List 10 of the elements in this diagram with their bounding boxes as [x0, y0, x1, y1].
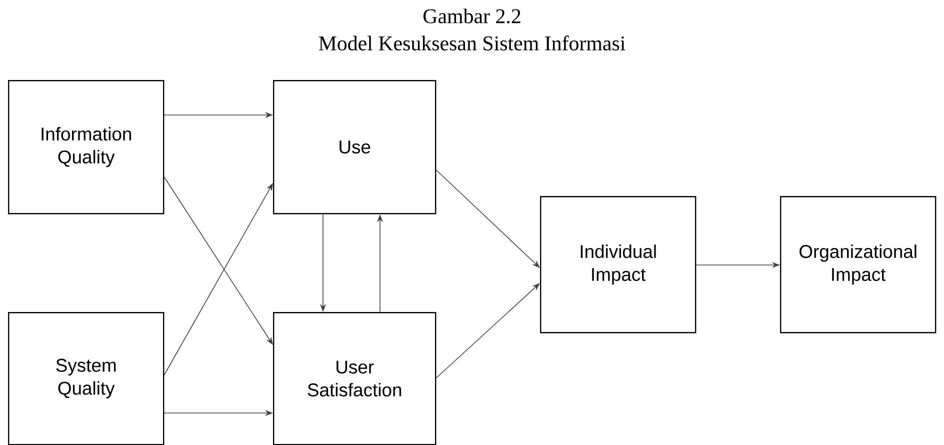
- process-box: Use: [273, 80, 436, 214]
- title: Gambar 2.2: [423, 8, 520, 24]
- process-box: System Quality: [8, 312, 164, 445]
- process-box: Organizational Impact: [780, 196, 936, 334]
- process-box: Information Quality: [8, 80, 164, 214]
- process-box: User Satisfaction: [273, 312, 436, 445]
- caption: Model Kesuksesan Sistem Informasi: [318, 36, 626, 50]
- arrow: [436, 170, 540, 268]
- process-box: Individual Impact: [540, 196, 696, 334]
- arrow: [436, 283, 540, 378]
